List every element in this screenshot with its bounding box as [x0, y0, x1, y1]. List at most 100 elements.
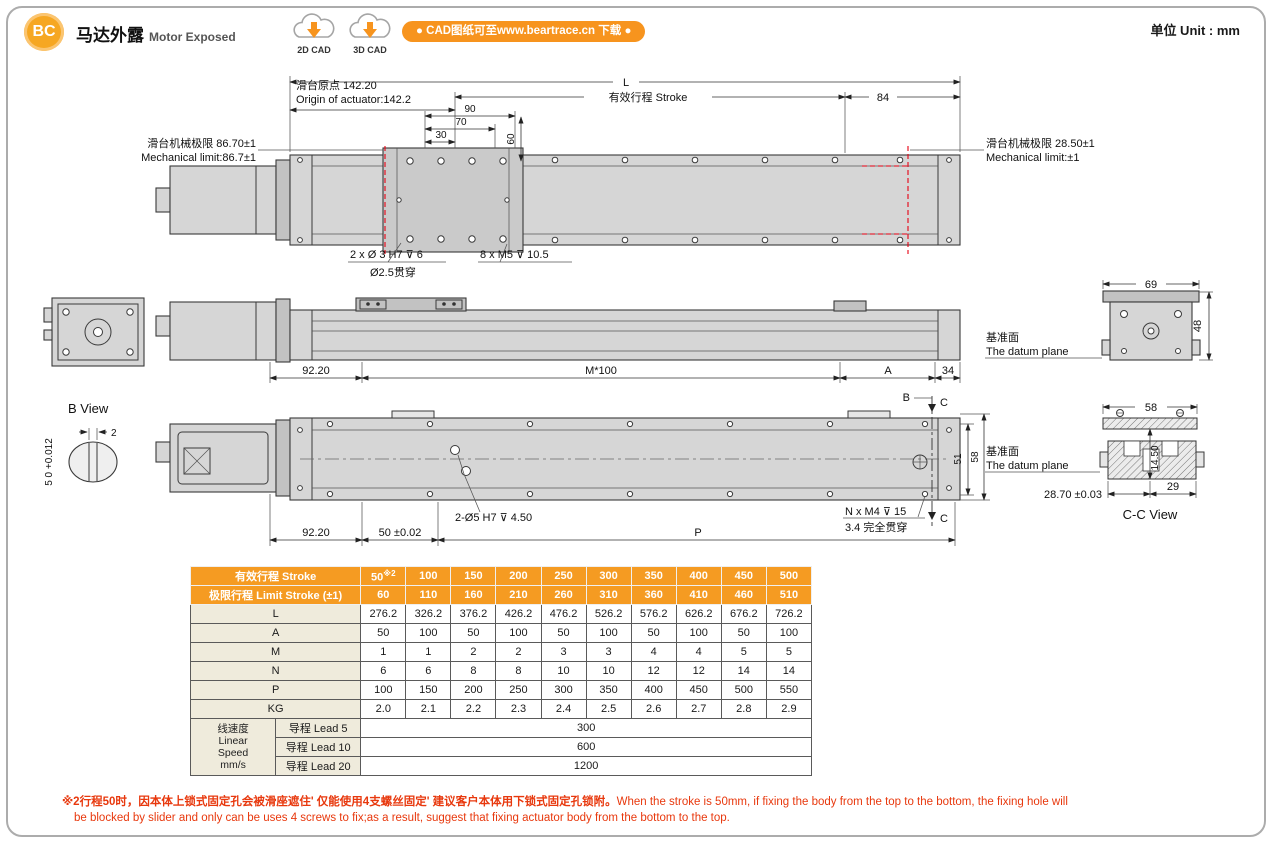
linear-speed-label: 线速度 Linear Speed mm/s — [189, 718, 277, 776]
datum-plane-en-top: The datum plane — [986, 346, 1069, 358]
dim-84: 84 — [877, 92, 889, 104]
dim-L: L — [623, 77, 629, 89]
header-limit-value: 410 — [675, 585, 722, 605]
cc-section-view: 58 14.50 28.70 ±0.03 29 C-C View — [1044, 402, 1205, 522]
cad-2d-label: 2D CAD — [297, 45, 331, 55]
dim-2: 2 — [111, 428, 117, 439]
table-cell: 2.3 — [495, 699, 542, 719]
header-limit-value: 110 — [405, 585, 452, 605]
speed-value: 300 — [360, 718, 812, 738]
callout-dowel-through: Ø2.5贯穿 — [370, 265, 416, 279]
datum-plane-en-bottom: The datum plane — [986, 460, 1069, 472]
b-view-label: B View — [68, 401, 109, 416]
limit-right-zh: 滑台机械极限 28.50±1 — [986, 136, 1095, 150]
header-stroke-value: 350 — [630, 566, 677, 586]
header-limit-value: 360 — [630, 585, 677, 605]
header-stroke-value: 400 — [675, 566, 722, 586]
table-cell: 150 — [405, 680, 452, 700]
cad-2d-download[interactable]: 2D CAD — [288, 13, 340, 55]
cad-banner-link[interactable]: ● CAD图纸可至www.beartrace.cn 下载 ● — [402, 21, 646, 42]
callout-m5-holes: 8 x M5 ⊽ 10.5 — [480, 249, 549, 261]
table-cell: 2 — [495, 642, 542, 662]
table-cell: 2.1 — [405, 699, 452, 719]
row-label: L — [189, 604, 362, 624]
dim-28-70: 28.70 ±0.03 — [1044, 489, 1102, 501]
table-cell: 2.8 — [720, 699, 767, 719]
callout-m4-through: 3.4 完全贯穿 — [845, 520, 907, 534]
dim-P: P — [694, 527, 701, 539]
spec-table: 有效行程 Stroke 50※2 100 150 200 250 300 350… — [189, 566, 813, 776]
lead-label: 导程 Lead 20 — [275, 756, 362, 776]
callout-m4-holes: N x M4 ⊽ 15 — [845, 506, 906, 518]
table-cell: 10 — [585, 661, 632, 681]
header-stroke-value: 500 — [765, 566, 813, 586]
table-cell: 3 — [540, 642, 587, 662]
top-view: L 有效行程 Stroke 84 滑台原点 142.20 Origin of a… — [141, 76, 1095, 279]
origin-label-en: Origin of actuator:142.2 — [296, 94, 411, 106]
table-cell: 100 — [360, 680, 407, 700]
row-label: A — [189, 623, 362, 643]
header-stroke-value: 450 — [720, 566, 767, 586]
header-stroke-value: 100 — [405, 566, 452, 586]
table-row-KG: KG 2.0 2.1 2.2 2.3 2.4 2.5 2.6 2.7 2.8 2… — [189, 699, 813, 719]
speed-value: 600 — [360, 737, 812, 757]
table-header-limit-row: 极限行程 Limit Stroke (±1) 60 110 160 210 26… — [189, 585, 813, 605]
limit-left-zh: 滑台机械极限 86.70±1 — [147, 136, 256, 150]
callout-dowel-holes: 2 x Ø 3 H7 ⊽ 6 — [350, 249, 423, 261]
lead-label: 导程 Lead 5 — [275, 718, 362, 738]
table-cell: 100 — [765, 623, 813, 643]
table-cell: 376.2 — [450, 604, 497, 624]
table-cell: 14 — [765, 661, 813, 681]
cc-view-label: C-C View — [1123, 507, 1178, 522]
table-cell: 50 — [540, 623, 587, 643]
dim-51: 51 — [953, 453, 964, 465]
lead-label: 导程 Lead 10 — [275, 737, 362, 757]
limit-right-en: Mechanical limit:±1 — [986, 152, 1079, 164]
table-cell: 450 — [675, 680, 722, 700]
cad-3d-download[interactable]: 3D CAD — [344, 13, 396, 55]
row-label: M — [189, 642, 362, 662]
table-row-L: L 276.2 326.2 376.2 426.2 476.2 526.2 57… — [189, 604, 813, 624]
table-cell: 10 — [540, 661, 587, 681]
dim-A: A — [884, 365, 892, 377]
table-cell: 50 — [720, 623, 767, 643]
table-cell: 8 — [450, 661, 497, 681]
dim-34: 34 — [942, 365, 954, 377]
cad-3d-label: 3D CAD — [353, 45, 387, 55]
table-cell: 426.2 — [495, 604, 542, 624]
table-cell: 8 — [495, 661, 542, 681]
table-cell: 14 — [720, 661, 767, 681]
dim-70: 70 — [455, 117, 467, 128]
table-cell: 2.4 — [540, 699, 587, 719]
table-cell: 6 — [360, 661, 407, 681]
table-cell: 326.2 — [405, 604, 452, 624]
table-cell: 2.7 — [675, 699, 722, 719]
row-label: P — [189, 680, 362, 700]
header-limit-value: 460 — [720, 585, 767, 605]
table-cell: 12 — [675, 661, 722, 681]
table-cell: 350 — [585, 680, 632, 700]
table-cell: 300 — [540, 680, 587, 700]
table-cell: 2 — [450, 642, 497, 662]
footnote-line2: be blocked by slider and only can be use… — [74, 812, 730, 824]
header-stroke-value: 300 — [585, 566, 632, 586]
table-cell: 526.2 — [585, 604, 632, 624]
table-cell: 100 — [405, 623, 452, 643]
dim-92-20-mid: 92.20 — [302, 365, 330, 377]
table-cell: 1 — [360, 642, 407, 662]
speed-value: 1200 — [360, 756, 812, 776]
dim-stroke: 有效行程 Stroke — [609, 90, 688, 104]
header-limit-value: 210 — [495, 585, 542, 605]
table-cell: 200 — [450, 680, 497, 700]
cloud-download-2d-icon — [293, 13, 335, 38]
table-cell: 100 — [675, 623, 722, 643]
footnote: ※2行程50时，因本体上锁式固定孔会被滑座遮住' 仅能使用4支螺丝固定' 建议客… — [62, 794, 1222, 826]
header-stroke-label: 有效行程 Stroke — [189, 566, 362, 586]
header-stroke-value: 50※2 — [360, 566, 407, 586]
table-cell: 726.2 — [765, 604, 813, 624]
table-cell: 100 — [495, 623, 542, 643]
table-cell: 4 — [630, 642, 677, 662]
dim-48: 48 — [1192, 320, 1204, 332]
